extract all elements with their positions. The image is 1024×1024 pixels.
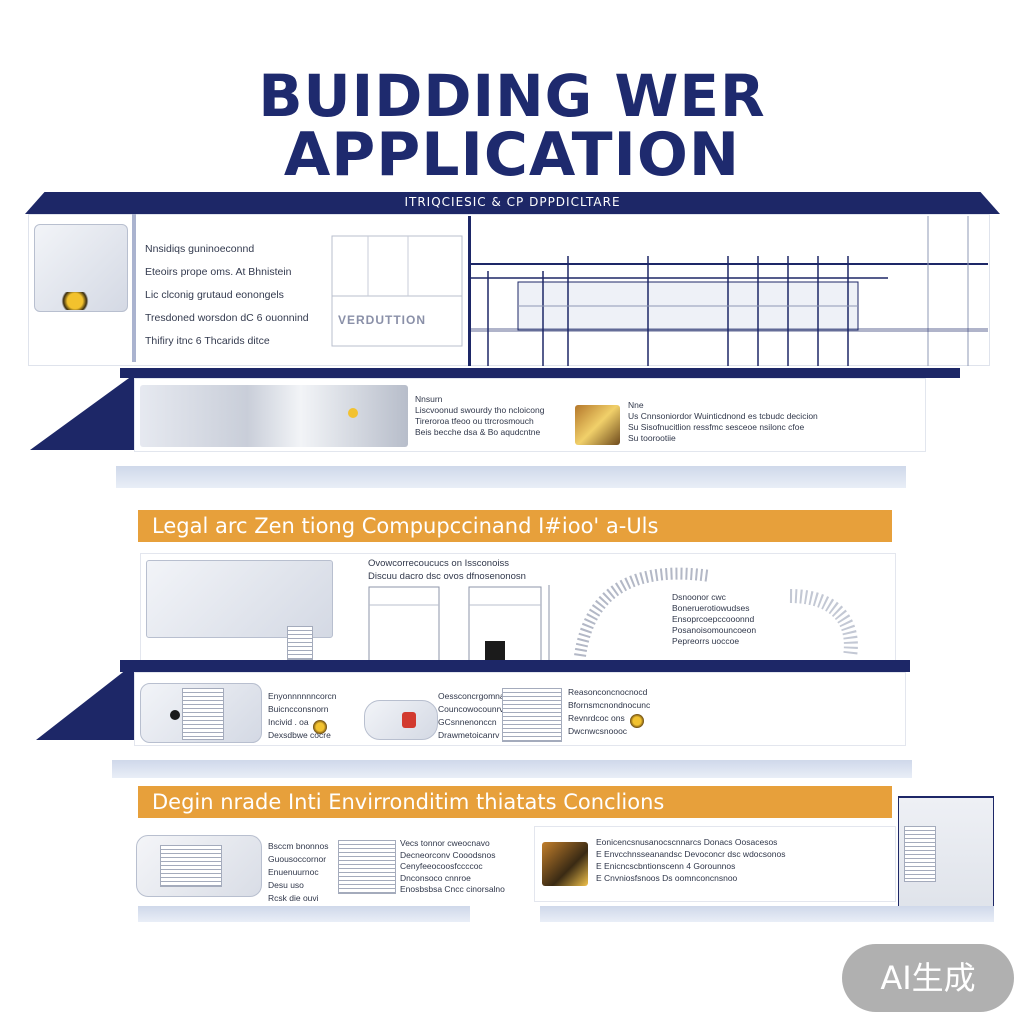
lamp-icon: [348, 408, 358, 418]
section-3-text-b: Dsnoonor cwc Boneruerotiowudses Ensoprco…: [672, 592, 757, 646]
facade-blueprint: [331, 216, 988, 366]
section-5-text-c: Eonicencsnusanocscnnarcs Donacs Oosaceso…: [596, 837, 786, 883]
section-2-text-b: Nne Us Cnnsoniordor Wuinticdnond es tcbu…: [628, 400, 818, 443]
vent-grille: [160, 845, 222, 887]
section-4-slope: [36, 662, 136, 740]
section-4-top-bar: [120, 660, 910, 672]
section-5-shelf-left: [138, 906, 470, 922]
section-2-top-bar: [120, 368, 960, 378]
header-band: ITRIQCIESIC & CP DPPDICLTARE: [25, 192, 1000, 214]
camera-icon: [630, 714, 644, 728]
vent-grille: [287, 626, 313, 660]
banner-environment: Degin nrade Inti Envirronditim thiatats …: [138, 786, 892, 818]
bullet-item: Thifiry itnc 6 Thcarids ditce: [145, 335, 270, 347]
banner-legal-zoning: Legal arc Zen tiong Compupccinand I#ioo'…: [138, 510, 892, 542]
vent-grille: [904, 826, 936, 882]
section-5-right-panel: [534, 826, 896, 902]
section-4-text-b: Oessconcrgomnan Councowocounrv GCsnnenon…: [438, 691, 510, 740]
entrance-placard: VERDUTTION: [338, 313, 426, 327]
section-4-text-a: Enyonnnnnncorcn Buicncconsnorn Incivid .…: [268, 691, 337, 740]
section-1-divider: [132, 214, 136, 362]
bullet-item: Lic clconig grutaud eonongels: [145, 289, 284, 301]
section-5-text-b: Vecs tonnor cweocnavo Decneorconv Cooods…: [400, 838, 505, 894]
bullet-item: Nnsidiqs guninoeconnd: [145, 243, 255, 255]
building-photo: [140, 385, 408, 447]
section-2-text-a: Nnsurn Liscvoonud swourdy tho ncloicong …: [415, 394, 545, 437]
sunflower-icon: [58, 292, 92, 310]
section-4-text-c: Reasonconcnocnocd Bfornsmcnondnocunc Rev…: [568, 687, 651, 736]
camera-icon: [313, 720, 327, 734]
bullet-item: Tresdoned worsdon dC 6 ouonnind: [145, 312, 309, 324]
room-floor-plan: [368, 585, 550, 661]
hvac-unit-illustration: [146, 560, 333, 638]
filter-unit-illustration: [364, 700, 438, 740]
section-1-bullet-list: Nnsidiqs guninoeconnd Eteoirs prope oms.…: [145, 243, 309, 358]
bullet-item: Eteoirs prope oms. At Bhnistein: [145, 266, 292, 278]
ai-generated-badge: AI生成: [842, 944, 1014, 1012]
vent-grille: [338, 840, 396, 894]
section-2-shelf: [116, 466, 906, 488]
section-5-text-a: Bsccm bnonnos Guousoccornor Enuenuurnoc …: [268, 841, 329, 903]
curved-duct-sketch: [574, 567, 858, 658]
device-photo: [575, 405, 620, 445]
vent-grille: [182, 688, 224, 740]
poster-title-line-1: BUIDDING WER: [258, 62, 766, 130]
poster-title-line-2: APPLICATION: [283, 120, 741, 190]
control-device-photo: [542, 842, 588, 886]
section-3-text-a: Ovowcorrecoucucs on Issconoiss Discuu da…: [368, 558, 526, 582]
section-2-slope: [30, 370, 140, 450]
header-band-text: ITRIQCIESIC & CP DPPDICLTARE: [404, 195, 621, 209]
vent-grille: [502, 688, 562, 742]
section-5-shelf-right: [540, 906, 994, 922]
red-indicator-icon: [402, 712, 416, 728]
section-4-shelf: [112, 760, 912, 778]
sensor-dot-icon: [170, 710, 180, 720]
